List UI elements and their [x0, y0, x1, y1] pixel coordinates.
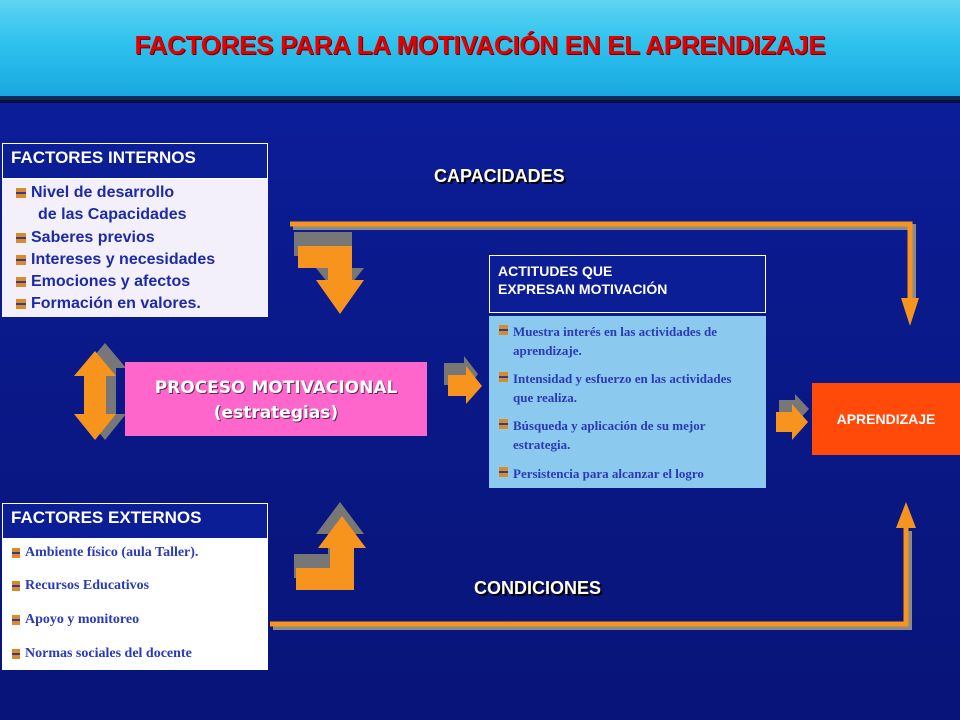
- bullet-icon: [499, 419, 508, 429]
- bullet-icon: [16, 187, 26, 198]
- factores-externos-heading: FACTORES EXTERNOS: [2, 503, 268, 539]
- actitudes-list: Muestra interés en las actividades de ap…: [489, 316, 766, 488]
- aprendizaje-label: APRENDIZAJE: [836, 411, 936, 427]
- internos-item-capacidades: de las Capacidades: [38, 206, 187, 224]
- proceso-title: PROCESO MOTIVACIONAL: [154, 378, 398, 398]
- internos-item-intereses: Intereses y necesidades: [16, 251, 215, 269]
- item-text: Muestra interés en las actividades de ap…: [513, 324, 718, 358]
- bullet-icon: [12, 614, 20, 625]
- arrow-to-actitudes: [444, 356, 482, 404]
- elbow-arrow-up: [294, 502, 366, 590]
- item-text: de las Capacidades: [38, 206, 187, 223]
- capacidades-label: CAPACIDADES: [434, 166, 565, 186]
- item-text: Recursos Educativos: [25, 578, 150, 593]
- actitud-item: Persistencia para alcanzar el logro: [499, 464, 753, 483]
- bullet-icon: [12, 547, 20, 558]
- actitud-item: Búsqueda y aplicación de su mejor estrat…: [499, 416, 753, 454]
- bullet-icon: [16, 276, 26, 287]
- item-text: Intereses y necesidades: [31, 251, 216, 268]
- double-vertical-arrow: [74, 343, 126, 440]
- factores-internos-list: [2, 179, 268, 317]
- item-text: Saberes previos: [31, 229, 155, 246]
- actitud-item: Intensidad y esfuerzo en las actividades…: [499, 369, 753, 407]
- elbow-arrow-down: [294, 232, 364, 314]
- internos-item-saberes: Saberes previos: [16, 229, 155, 247]
- item-text: Formación en valores.: [31, 295, 201, 312]
- bullet-icon: [12, 648, 20, 659]
- factores-internos-heading: FACTORES INTERNOS: [2, 143, 268, 179]
- actitudes-heading-line2: EXPRESAN MOTIVACIÓN: [498, 281, 668, 297]
- capacidades-connector: [290, 221, 919, 326]
- externos-item-ambiente: Ambiente físico (aula Taller).: [12, 545, 198, 561]
- factores-externos-list: [2, 539, 268, 670]
- bullet-icon: [499, 325, 508, 335]
- arrow-head-down: [901, 298, 919, 326]
- item-text: Apoyo y monitoreo: [25, 612, 140, 627]
- item-text: Normas sociales del docente: [25, 646, 192, 661]
- slide-title: FACTORES PARA LA MOTIVACIÓN EN EL APREND…: [134, 30, 826, 60]
- bullet-icon: [499, 467, 508, 477]
- internos-item-valores: Formación en valores.: [16, 295, 201, 313]
- condiciones-label: CONDICIONES: [474, 578, 602, 598]
- internos-item-nivel: Nivel de desarrollo: [16, 184, 174, 202]
- item-text: Intensidad y esfuerzo en las actividades…: [513, 371, 732, 405]
- externos-item-apoyo: Apoyo y monitoreo: [12, 612, 139, 628]
- actitud-item: Muestra interés en las actividades de ap…: [499, 322, 753, 360]
- internos-item-emociones: Emociones y afectos: [16, 273, 190, 291]
- bullet-icon: [16, 254, 26, 265]
- item-text: Nivel de desarrollo: [31, 184, 175, 201]
- item-text: Ambiente físico (aula Taller).: [25, 545, 199, 560]
- aprendizaje-box: APRENDIZAJE: [812, 383, 960, 455]
- externos-item-normas: Normas sociales del docente: [12, 646, 192, 662]
- proceso-motivacional-box: PROCESO MOTIVACIONAL (estrategias): [125, 362, 427, 436]
- bullet-icon: [16, 298, 26, 309]
- item-text: Emociones y afectos: [31, 273, 191, 290]
- title-banner: [0, 0, 960, 100]
- actitudes-heading-line1: ACTITUDES QUE: [498, 263, 613, 279]
- item-text: Persistencia para alcanzar el logro: [513, 466, 704, 481]
- actitudes-heading: ACTITUDES QUE EXPRESAN MOTIVACIÓN: [489, 255, 766, 313]
- externos-item-recursos: Recursos Educativos: [12, 578, 149, 594]
- arrow-head-up: [896, 502, 916, 528]
- item-text: Búsqueda y aplicación de su mejor estrat…: [513, 418, 706, 452]
- bullet-icon: [499, 372, 508, 382]
- arrow-to-aprendizaje: [776, 394, 809, 440]
- condiciones-connector: [270, 502, 916, 630]
- bullet-icon: [16, 232, 26, 243]
- proceso-subtitle: (estrategias): [213, 403, 339, 423]
- bullet-icon: [12, 580, 20, 591]
